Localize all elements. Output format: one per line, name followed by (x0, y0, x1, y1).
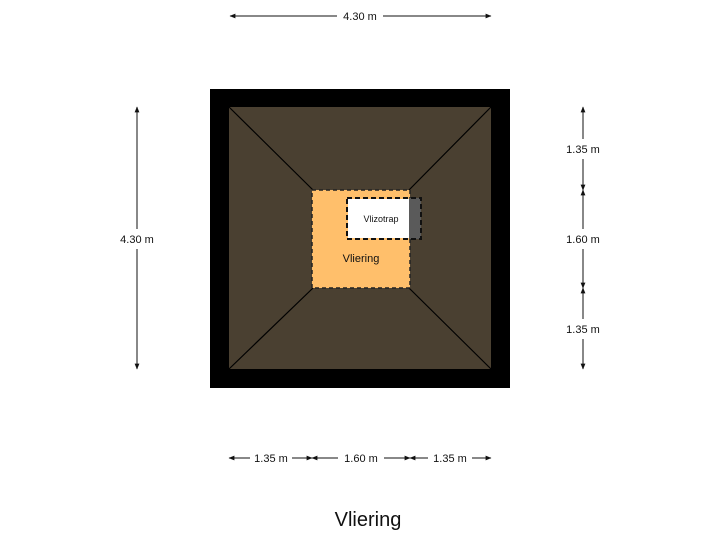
dimension-top-label: 4.30 m (343, 11, 377, 23)
plan-title: Vliering (335, 509, 402, 531)
stair-label: Vlizotrap (363, 214, 398, 224)
dimension-top: 4.30 m (229, 11, 492, 23)
dimension-right-label-1: 1.35 m (566, 144, 600, 156)
dimension-bottom-label-1: 1.35 m (254, 453, 288, 465)
dimension-right-label-3: 1.35 m (566, 324, 600, 336)
stair-outline (346, 197, 422, 240)
roof-ridges (228, 106, 492, 370)
stair-opening (348, 199, 409, 238)
stair-overlap (409, 198, 421, 239)
dimension-left: 4.30 m (120, 106, 154, 370)
room-label: Vliering (343, 253, 380, 265)
dimension-left-label: 4.30 m (120, 234, 154, 246)
dimension-right-label-2: 1.60 m (566, 234, 600, 246)
dimension-bottom-label-3: 1.35 m (433, 453, 467, 465)
dimension-bottom-label-2: 1.60 m (344, 453, 378, 465)
